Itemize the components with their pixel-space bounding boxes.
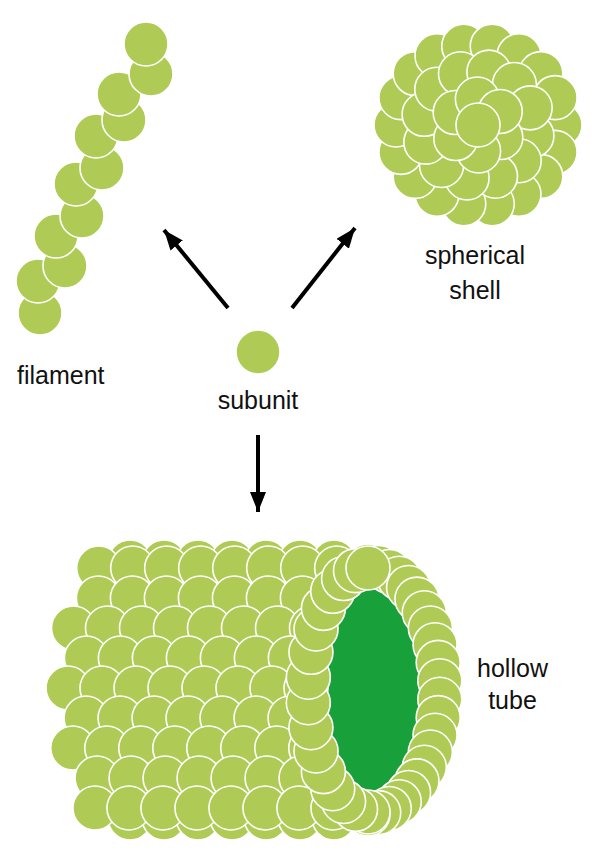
structure-label: filament (17, 360, 157, 390)
shell-subunit (456, 103, 500, 147)
illustration-node: spherical shell (355, 20, 585, 310)
illustration-node: filament (14, 20, 164, 392)
assembly-arrow (164, 230, 228, 308)
subunit-illustration (236, 330, 280, 374)
filament-illustration (16, 22, 173, 335)
structure-label: hollow tube (465, 652, 560, 716)
assembly-arrow (292, 228, 355, 308)
filament-subunit (124, 22, 168, 66)
tube-illustration (46, 540, 462, 840)
assembly-arrow (256, 435, 260, 512)
illustration-node: subunit (200, 308, 316, 435)
tube-subunit (346, 546, 390, 590)
shell-illustration (374, 24, 582, 226)
structure-label: spherical shell (410, 238, 540, 308)
subunit-circle (236, 330, 280, 374)
illustration-node: hollow tube (55, 512, 585, 842)
structure-label: subunit (200, 385, 316, 415)
